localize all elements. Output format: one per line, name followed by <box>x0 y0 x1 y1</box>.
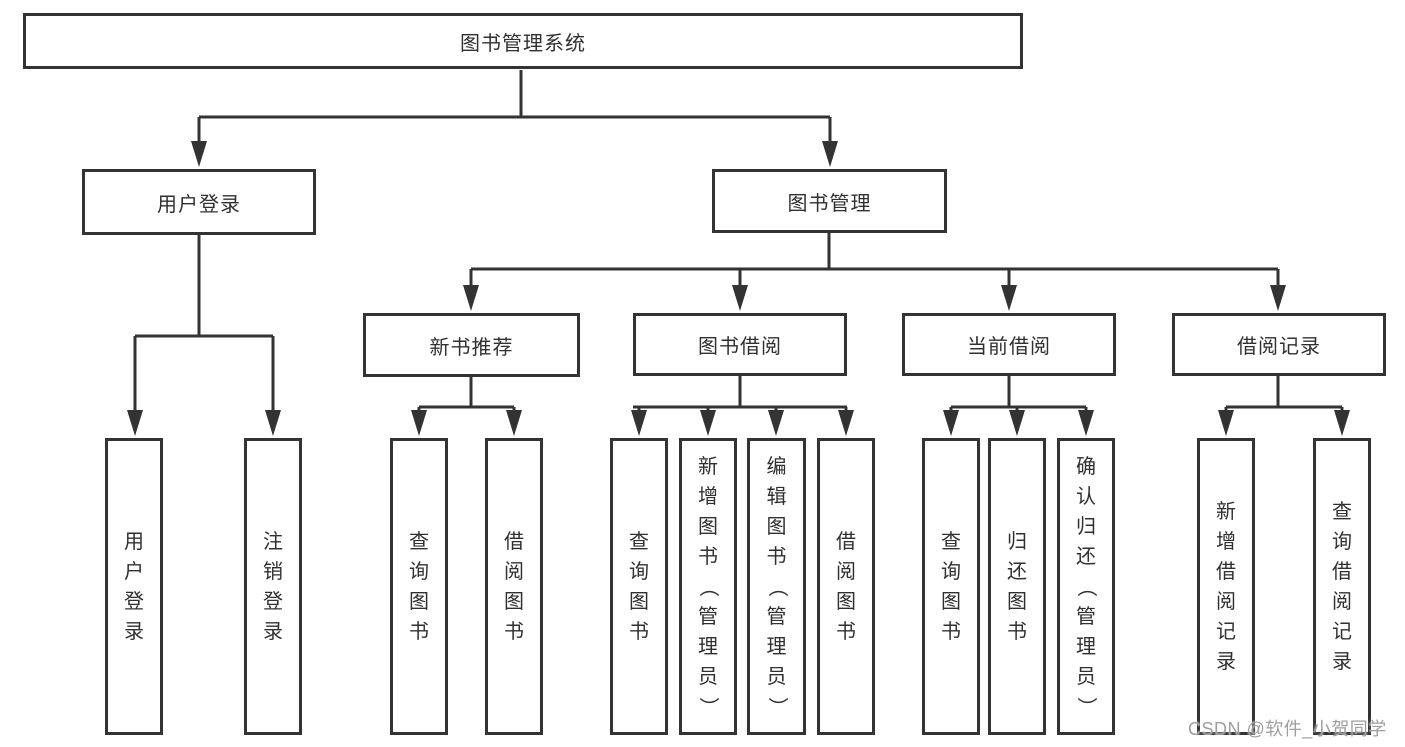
node-borrow-records: 借阅记录 <box>1172 313 1386 376</box>
leaf-query-borrow-record: 查询借阅记录 <box>1313 438 1371 735</box>
connector-userlogin-to-leaves <box>133 235 275 418</box>
connector-bookmgmt-to-level3 <box>469 233 1280 294</box>
leaf-logout-label: 注销登录 <box>263 530 283 643</box>
leaf-edit-book-admin-label: 编辑图书（管理员） <box>765 455 788 717</box>
leaf-user-login: 用户登录 <box>105 438 163 735</box>
node-user-login: 用户登录 <box>82 169 316 235</box>
connector-records-to-leaves <box>1224 376 1344 418</box>
node-user-login-label: 用户登录 <box>157 193 241 216</box>
node-book-management: 图书管理 <box>712 169 947 233</box>
node-root: 图书管理系统 <box>23 13 1023 69</box>
node-borrow-records-label: 借阅记录 <box>1237 336 1321 358</box>
leaf-return-books: 归还图书 <box>988 438 1046 735</box>
leaf-query-books-recommend-label: 查询图书 <box>409 530 429 643</box>
node-new-book-recommend-label: 新书推荐 <box>429 336 514 359</box>
csdn-watermark: CSDN @软件_小贺同学 <box>1188 719 1387 739</box>
leaf-user-login-label: 用户登录 <box>124 530 144 643</box>
leaf-borrow-books-recommend-label: 借阅图书 <box>504 530 524 643</box>
arrowheads <box>127 141 1350 436</box>
leaf-query-books-current-label: 查询图书 <box>941 530 961 643</box>
node-book-borrow-label: 图书借阅 <box>698 336 782 358</box>
connector-bookborrow-to-leaves <box>633 376 848 418</box>
leaf-query-books-recommend: 查询图书 <box>390 438 448 735</box>
connector-root-to-level2 <box>197 70 832 150</box>
connector-newbook-to-leaves <box>417 377 516 418</box>
leaf-borrow-books: 借阅图书 <box>817 438 875 735</box>
leaf-add-borrow-record: 新增借阅记录 <box>1197 438 1255 735</box>
node-book-borrow: 图书借阅 <box>633 313 847 376</box>
leaf-add-book-admin-label: 新增图书（管理员） <box>697 455 719 717</box>
leaf-confirm-return-admin-label: 确认归还（管理员） <box>1075 455 1097 717</box>
node-book-management-label: 图书管理 <box>787 192 872 215</box>
leaf-query-borrow-record-label: 查询借阅记录 <box>1332 500 1352 673</box>
leaf-logout: 注销登录 <box>244 438 302 735</box>
node-current-borrow-label: 当前借阅 <box>967 336 1051 358</box>
leaf-add-book-admin: 新增图书（管理员） <box>679 438 737 735</box>
leaf-confirm-return-admin: 确认归还（管理员） <box>1057 438 1115 735</box>
leaf-query-books-borrow: 查询图书 <box>610 438 668 735</box>
node-new-book-recommend: 新书推荐 <box>363 313 580 377</box>
node-current-borrow: 当前借阅 <box>902 313 1116 376</box>
leaf-edit-book-admin: 编辑图书（管理员） <box>747 438 806 735</box>
leaf-add-borrow-record-label: 新增借阅记录 <box>1216 500 1236 673</box>
node-root-label: 图书管理系统 <box>460 32 586 55</box>
leaf-borrow-books-recommend: 借阅图书 <box>485 438 543 735</box>
leaf-query-books-borrow-label: 查询图书 <box>629 530 649 643</box>
leaf-query-books-current: 查询图书 <box>922 438 980 735</box>
leaf-return-books-label: 归还图书 <box>1007 530 1027 643</box>
leaf-borrow-books-label: 借阅图书 <box>836 530 856 643</box>
